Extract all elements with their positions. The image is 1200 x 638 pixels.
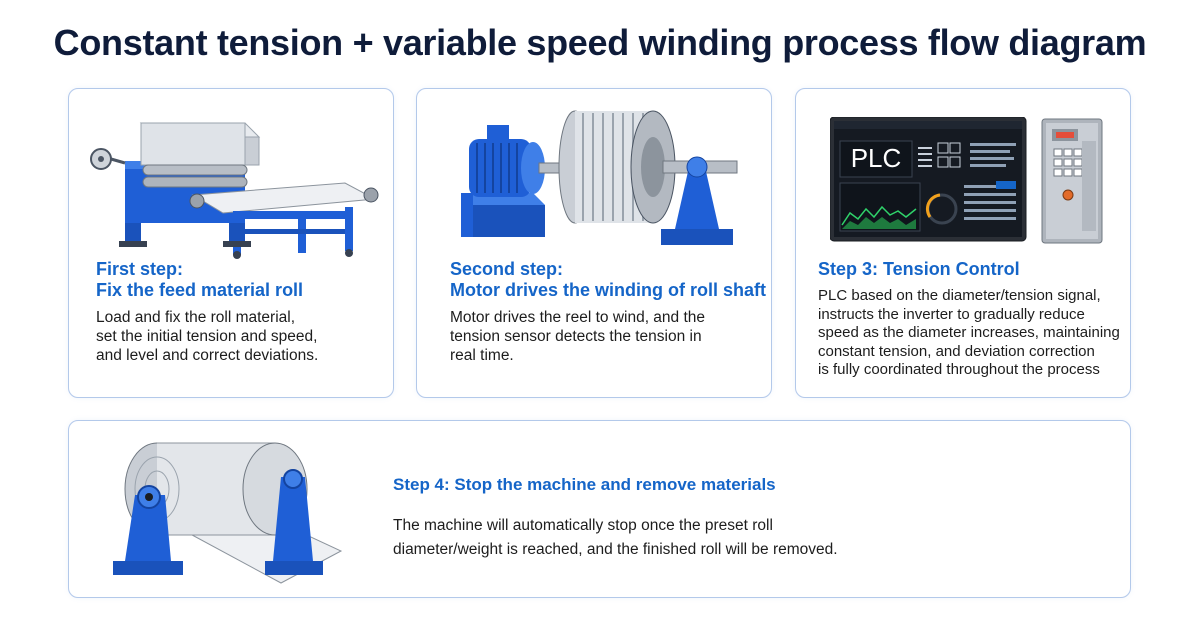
step-4-heading: Step 4: Stop the machine and remove mate… [393,474,776,495]
step-2-body-line-2: tension sensor detects the tension in [450,327,705,346]
step-3-body-line-3: speed as the diameter increases, maintai… [818,324,1120,343]
step-1-body-line-3: and level and correct deviations. [96,346,318,365]
step-2-body-line-1: Motor drives the reel to wind, and the [450,308,705,327]
step-1-body-line-1: Load and fix the roll material, [96,308,318,327]
finished-roll-icon [105,433,345,591]
step-3-heading-line-1: Step 3: Tension Control [818,259,1020,280]
plc-panel-icon: PLC [830,117,1130,247]
step-3-body-line-1: PLC based on the diameter/tension signal… [818,287,1120,306]
step-2-body-line-3: real time. [450,346,705,365]
step-card-3: PLC Step 3: Tension Control PLC based on… [795,88,1131,398]
step-3-body-line-2: instructs the inverter to gradually redu… [818,306,1120,325]
step-1-heading-line-2: Fix the feed material roll [96,280,303,301]
step-2-heading-line-2: Motor drives the winding of roll shaft [450,280,766,301]
motor-reel-icon [453,105,753,255]
step-4-body-line-1: The machine will automatically stop once… [393,514,838,538]
step-2-heading-line-1: Second step: [450,259,766,280]
step-card-2: Second step: Motor drives the winding of… [416,88,772,398]
step-1-heading-line-1: First step: [96,259,303,280]
page-title: Constant tension + variable speed windin… [0,22,1200,64]
step-card-1: First step: Fix the feed material roll L… [68,88,394,398]
feeding-machine-icon [83,103,383,263]
step-1-body-line-2: set the initial tension and speed, [96,327,318,346]
step-card-4: Step 4: Stop the machine and remove mate… [68,420,1131,598]
plc-label: PLC [840,139,912,177]
step-4-body-line-2: diameter/weight is reached, and the fini… [393,538,838,562]
step-3-body-line-4: constant tension, and deviation correcti… [818,343,1120,362]
step-3-body-line-5: is fully coordinated throughout the proc… [818,361,1120,380]
